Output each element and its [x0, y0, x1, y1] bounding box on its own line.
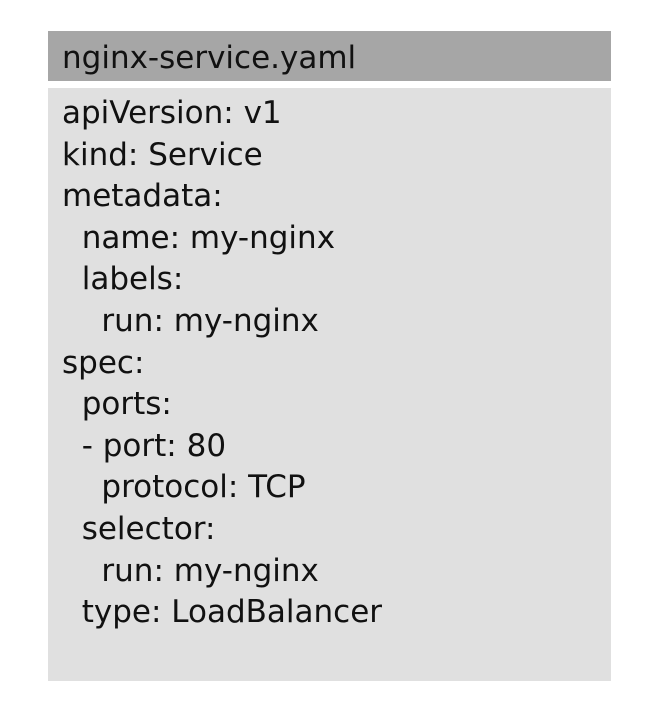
code-line-spec: spec: — [62, 344, 145, 381]
code-line-metadata-name: name: my-nginx — [62, 219, 336, 256]
code-lines: apiVersion: v1 kind: Service metadata: n… — [62, 93, 382, 634]
file-header: nginx-service.yaml — [48, 31, 611, 81]
code-line-type: type: LoadBalancer — [62, 594, 383, 631]
code-line-selector: selector: — [62, 510, 216, 547]
yaml-file-card: nginx-service.yaml apiVersion: v1 kind: … — [48, 31, 611, 681]
code-line-label-run: run: my-nginx — [62, 302, 319, 339]
code-line-metadata: metadata: — [62, 178, 223, 215]
code-line-kind: kind: Service — [62, 136, 263, 173]
file-content: apiVersion: v1 kind: Service metadata: n… — [48, 88, 611, 681]
code-line-labels: labels: — [62, 261, 184, 298]
code-line-protocol: protocol: TCP — [62, 469, 306, 506]
code-line-selector-run: run: my-nginx — [62, 552, 319, 589]
code-line-api-version: apiVersion: v1 — [62, 95, 282, 131]
file-name: nginx-service.yaml — [62, 40, 357, 76]
code-line-port: - port: 80 — [62, 427, 227, 464]
code-line-ports: ports: — [62, 386, 172, 423]
